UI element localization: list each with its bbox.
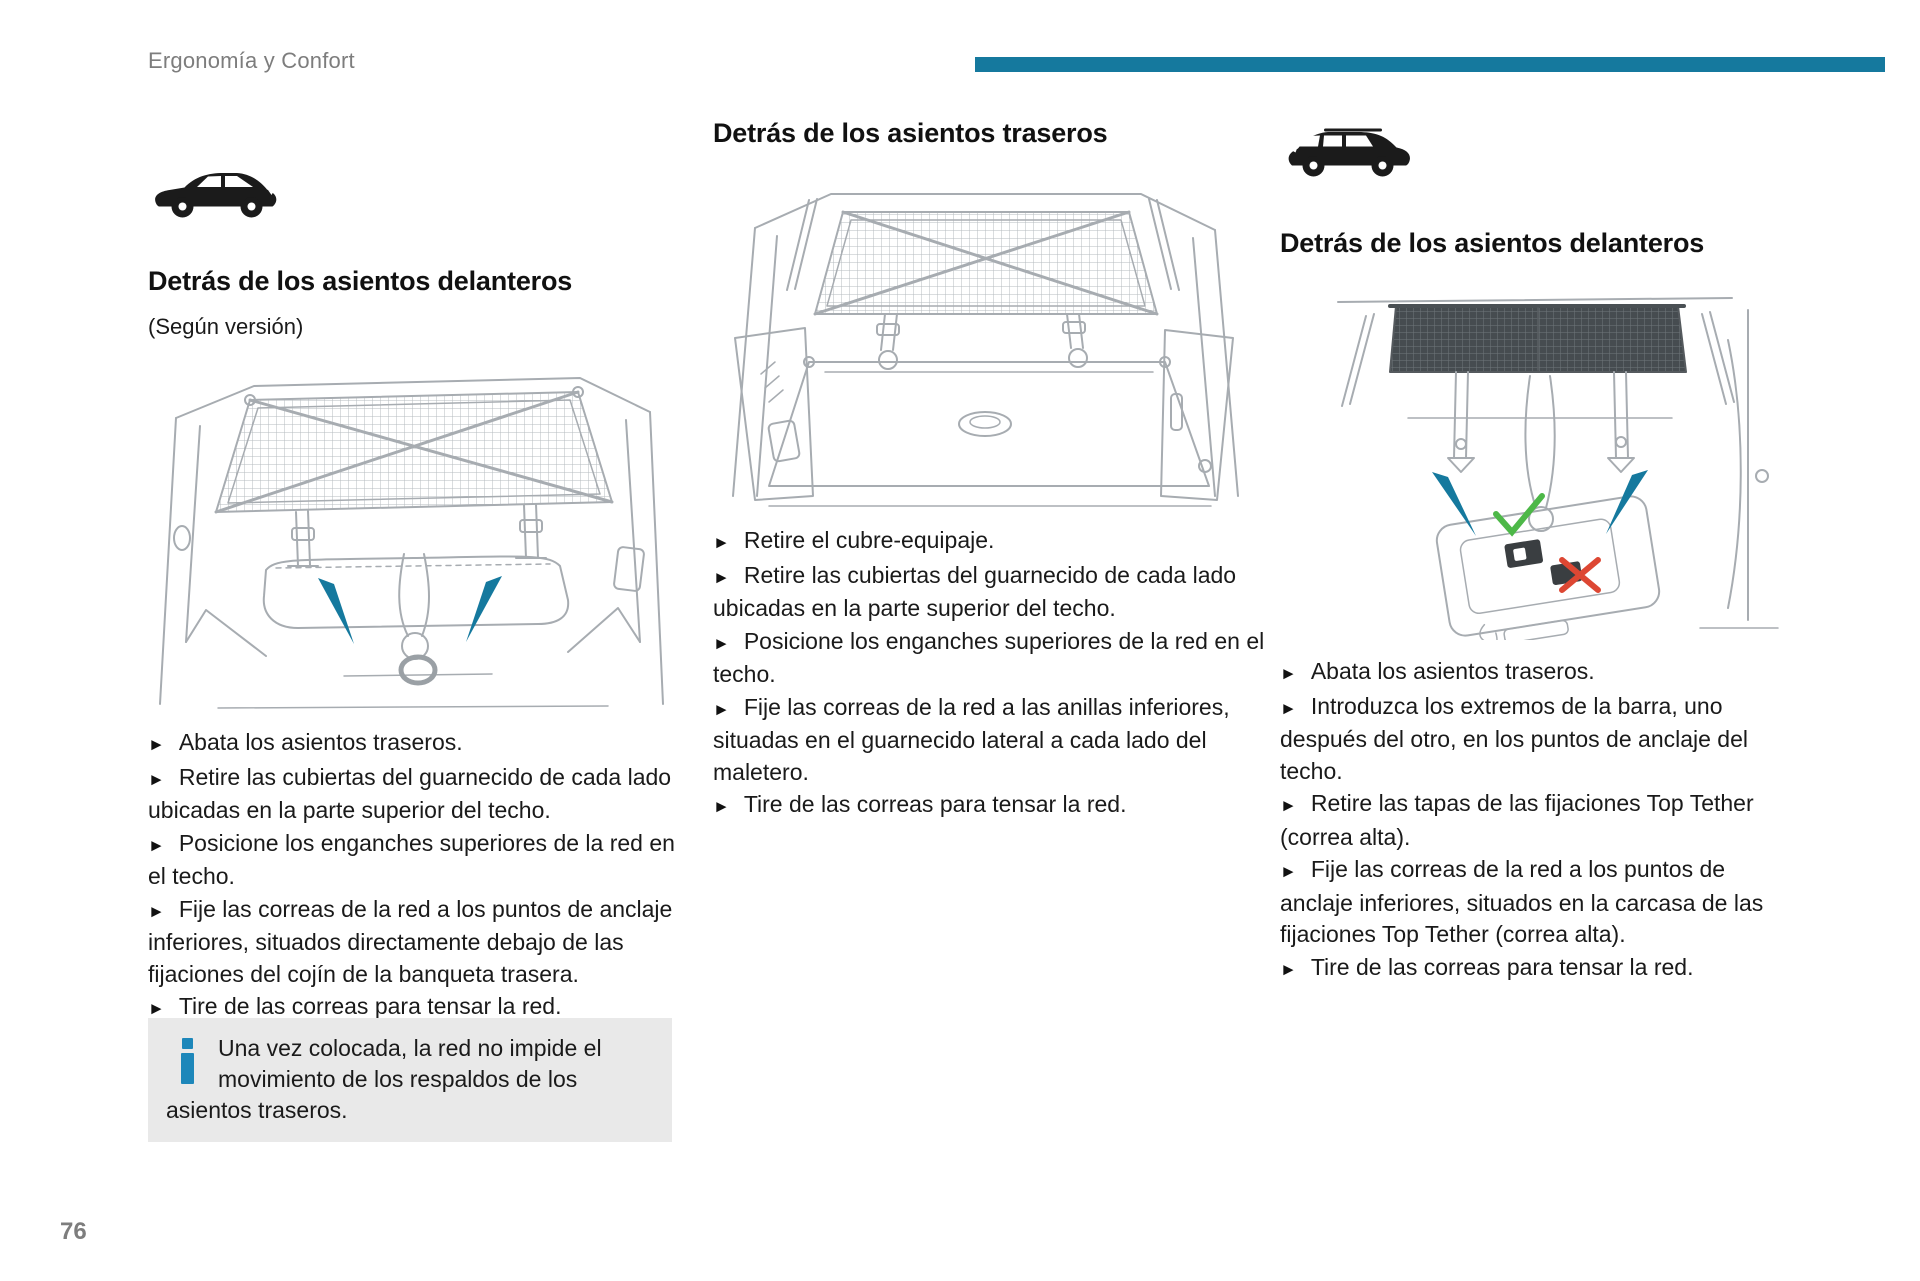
middle-column-title: Detrás de los asientos traseros [713,118,1108,148]
instruction-item: ►Fije las correas de la red a las anilla… [713,692,1265,789]
instruction-text: Fije las correas de la red a las anillas… [713,693,1230,785]
middle-instruction-list: ►Retire el cubre-equipaje. ►Retire las c… [713,525,1265,824]
instruction-item: ►Retire las tapas de las fijaciones Top … [1280,788,1804,853]
instruction-item: ► Tire de las correas para tensar la red. [148,991,682,1025]
instruction-item: ►Posicione los enganches superiores de l… [713,626,1265,691]
instruction-text: Tire de las correas para tensar la red. [178,993,562,1019]
pointer-arrow [1432,472,1476,536]
arrow-right-bullet-icon: ► [713,633,730,653]
arrow-right-bullet-icon: ► [148,769,165,789]
left-instruction-list: ►Abata los asientos traseros. ►Retire la… [148,727,682,1026]
instruction-text: Retire el cubre-equipaje. [743,527,995,553]
arrow-right-bullet-icon: ► [148,835,165,855]
arrow-right-bullet-icon: ► [713,699,730,719]
page-number: 76 [60,1218,87,1245]
info-icon [174,1038,200,1084]
info-note-box: Una vez colocada, la red no impide el mo… [148,1018,672,1142]
pointer-arrow [466,576,502,642]
section-header: Ergonomía y Confort [148,48,355,73]
pointer-arrow [1606,470,1648,534]
instruction-text: Posicione los enganches superiores de la… [148,829,675,890]
instruction-text: Abata los asientos traseros. [178,729,463,755]
instruction-text: Abata los asientos traseros. [1310,658,1595,684]
arrow-right-bullet-icon: ► [1280,698,1297,718]
cargo-net-behind-rear-seats-illustration [713,166,1255,514]
car-wagon-side-icon [1280,122,1415,180]
left-column-subtitle: (Según versión) [148,314,304,339]
arrow-right-bullet-icon: ► [1280,796,1297,815]
cross-icon [1559,557,1601,593]
instruction-item: ►Fije las correas de la red a los puntos… [1280,854,1804,951]
instruction-item: ► Retire el cubre-equipaje. [713,525,1265,559]
arrow-right-bullet-icon: ► [148,735,165,754]
instruction-text: Tire de las correas para tensar la red. [743,791,1127,817]
instruction-text: Retire las cubiertas del guarnecido de c… [713,561,1237,622]
instruction-item: ►Introduzca los extremos de la barra, un… [1280,691,1804,788]
arrow-right-bullet-icon: ► [148,999,165,1018]
instruction-text: Fije las correas de la red a los puntos … [1280,856,1764,947]
arrow-right-bullet-icon: ► [713,533,730,552]
instruction-text: Tire de las correas para tensar la red. [1310,953,1694,980]
instruction-text: Fije las correas de la red a los puntos … [148,895,673,987]
instruction-text: Posicione los enganches superiores de la… [713,627,1265,688]
instruction-item: ► Tire de las correas para tensar la red. [1280,952,1804,986]
instruction-item: ►Retire las cubiertas del guarnecido de … [713,560,1265,625]
left-column-title: Detrás de los asientos delanteros [148,266,573,296]
arrow-right-bullet-icon: ► [713,797,730,816]
arrow-right-bullet-icon: ► [148,901,165,921]
instruction-item: ►Posicione los enganches superiores de l… [148,828,682,893]
cargo-net-behind-front-seats-illustration [148,352,672,722]
arrow-right-bullet-icon: ► [1280,664,1297,683]
instruction-item: ► Abata los asientos traseros. [148,727,682,761]
accent-bar [975,57,1885,72]
instruction-item: ►Fije las correas de la red a los puntos… [148,894,682,991]
info-note-text: Una vez colocada, la red no impide el mo… [166,1035,602,1123]
instruction-item: ► Tire de las correas para tensar la red. [713,789,1265,823]
instruction-item: ►Retire las cubiertas del guarnecido de … [148,762,682,827]
instruction-text: Retire las cubiertas del guarnecido de c… [148,763,672,824]
arrow-right-bullet-icon: ► [713,567,730,587]
arrow-right-bullet-icon: ► [1280,959,1297,979]
check-icon [1493,493,1545,537]
arrow-right-bullet-icon: ► [1280,862,1297,881]
instruction-text: Retire las tapas de las fijaciones Top T… [1280,790,1754,850]
right-instruction-list: ►Abata los asientos traseros. ►Introduzc… [1280,656,1804,986]
pointer-arrow [318,578,354,644]
instruction-item: ► Abata los asientos traseros. [1280,656,1804,690]
right-column-title: Detrás de los asientos delanteros [1280,228,1705,258]
cargo-net-top-tether-illustration [1280,276,1790,640]
instruction-text: Introduzca los extremos de la barra, uno… [1280,692,1748,784]
car-suv-side-icon [150,163,280,221]
